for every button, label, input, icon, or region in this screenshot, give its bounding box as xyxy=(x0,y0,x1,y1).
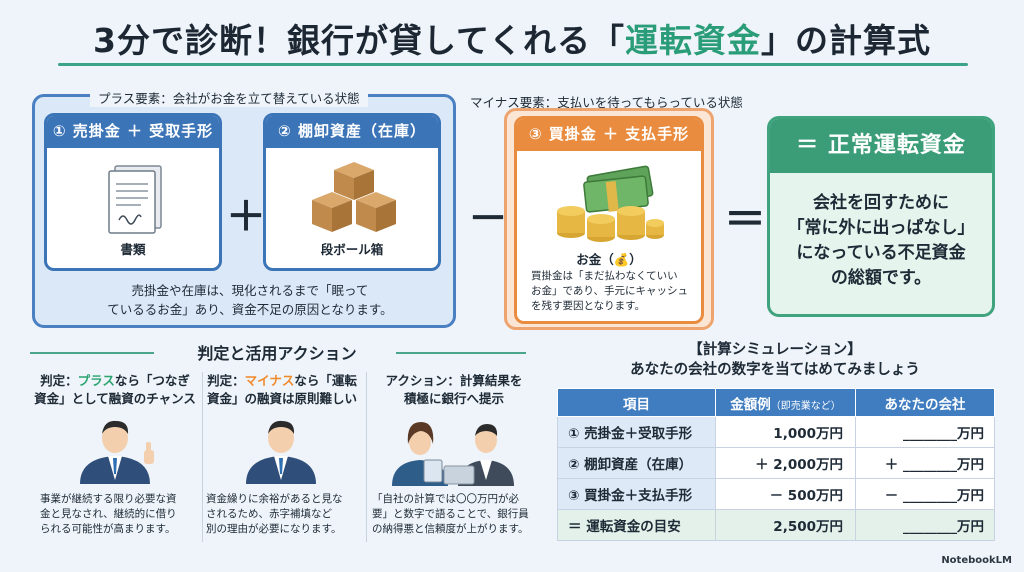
col2-note-line1: 資金繰りに余裕があると見な xyxy=(206,493,343,505)
simulation-header-row: 項目 金額例（即売業など） あなたの会社 xyxy=(557,388,995,417)
minus-group-title: マイナス要素：支払いを待ってもらっている状態 xyxy=(470,95,743,110)
simulation-title-line1: 【計算シミュレーション】 xyxy=(688,342,862,358)
receivables-caption: 書類 xyxy=(120,242,146,257)
row-example: － 500万円 xyxy=(715,478,856,510)
header-example: 金額例（即売業など） xyxy=(715,388,856,417)
row-item: ＝ 運転資金の目安 xyxy=(557,509,716,541)
result-line4: の総額です。 xyxy=(830,268,932,288)
result-line2: 「常に外に出っぱなし」 xyxy=(787,218,975,238)
col1-heading-line2: 資金」として融資のチャンス xyxy=(34,391,196,406)
row-item: ③ 買掛金＋支払手形 xyxy=(557,478,716,510)
brand-watermark: NotebookLM xyxy=(941,555,1012,566)
result-line1: 会社を回すために xyxy=(813,193,949,213)
payables-card-header: ③ 買掛金 ＋ 支払手形 xyxy=(517,119,701,151)
title-underline xyxy=(58,63,968,66)
column-separator xyxy=(202,372,203,542)
page-title: 3分で診断！銀行が貸してくれる「運転資金」の計算式 xyxy=(0,14,1024,62)
judgment-minus-heading: 判定：マイナスなら「運転 資金」の融資は原則難しい xyxy=(204,372,360,408)
document-icon xyxy=(108,165,162,234)
header-item: 項目 xyxy=(557,388,716,417)
row-item: ① 売掛金＋受取手形 xyxy=(557,416,716,448)
plus-operator: ＋ xyxy=(226,194,266,240)
inventory-caption: 段ボール箱 xyxy=(320,242,384,257)
businessman-thumbsup-icon xyxy=(80,420,154,484)
minus-operator: － xyxy=(468,196,508,242)
col3-heading-line1: アクション：計算結果を xyxy=(385,373,523,388)
receivables-card: ① 売掛金 ＋ 受取手形 書類 xyxy=(44,113,222,271)
judgment-divider-left xyxy=(30,352,154,354)
inventory-card-header: ② 棚卸資産（在庫） xyxy=(266,116,438,148)
col3-note-line2: 要」と数字で語ることで、銀行員 xyxy=(372,508,529,520)
col1-heading-post: なら「つなぎ xyxy=(114,373,190,388)
plus-group-title: プラス要素：会社がお金を立て替えている状態 xyxy=(90,88,368,107)
judgment-divider-right xyxy=(396,352,526,354)
money-caption: お金（💰） xyxy=(576,252,642,267)
table-row: ① 売掛金＋受取手形 1,000万円 ________万円 xyxy=(557,416,995,448)
row-example: ＋ 2,000万円 xyxy=(715,447,856,479)
receivables-card-header: ① 売掛金 ＋ 受取手形 xyxy=(47,116,219,148)
col1-note-line3: られる可能性が高まります。 xyxy=(40,523,176,535)
title-accent: 運転資金 xyxy=(624,21,761,60)
payables-card: ③ 買掛金 ＋ 支払手形 お金（💰） 買掛金は「まだ払わなくていい お金」であり… xyxy=(514,116,704,324)
row-example: 1,000万円 xyxy=(715,416,856,448)
money-icon xyxy=(557,165,664,242)
col2-note-line2: されるため、赤字補填など xyxy=(206,508,332,520)
col2-note-line3: 別の理由が必要になります。 xyxy=(206,523,342,535)
table-row-total: ＝ 運転資金の目安 2,500万円 ________万円 xyxy=(557,509,995,541)
col1-note-line1: 事業が継続する限り必要な資 xyxy=(40,493,177,505)
col1-heading-pre: 判定： xyxy=(40,373,78,388)
simulation-table: 項目 金額例（即売業など） あなたの会社 ① 売掛金＋受取手形 1,000万円 … xyxy=(557,388,995,541)
col1-note-line2: 金と見なされ、継続的に借り xyxy=(40,508,177,520)
payables-note-line1: 買掛金は「まだ払わなくていい xyxy=(531,270,678,282)
payables-note: 買掛金は「まだ払わなくていい お金」であり、手元にキャッシュ を残す要因となりま… xyxy=(531,269,691,314)
header-example-label: 金額例 xyxy=(730,396,771,413)
col2-heading-post: なら「運転 xyxy=(294,373,357,388)
judgment-title: 判定と活用アクション xyxy=(197,344,357,363)
row-example: 2,500万円 xyxy=(715,509,856,541)
row-yours-blank: － ________万円 xyxy=(855,478,995,510)
businessman-icon xyxy=(246,420,316,484)
result-header: ＝ 正常運転資金 xyxy=(770,119,992,173)
action-note: 「自社の計算では〇〇万円が必 要」と数字で語ることで、銀行員 の納得悪と信頼度が… xyxy=(372,492,536,537)
title-text-pre: 3分で診断！銀行が貸してくれる「 xyxy=(93,21,625,60)
col3-heading-line2: 積極に銀行へ提示 xyxy=(403,391,504,406)
col3-note-line1: 「自社の計算では〇〇万円が必 xyxy=(372,493,519,505)
plus-note-line1: 売掛金や在庫は、現化されるまで「眠って xyxy=(131,283,369,298)
inventory-card: ② 棚卸資産（在庫） 段ボール箱 xyxy=(263,113,441,271)
result-card: ＝ 正常運転資金 会社を回すために 「常に外に出っぱなし」 になっている不足資金… xyxy=(767,116,995,317)
result-line3: になっている不足資金 xyxy=(796,243,966,263)
title-text-post: 」の計算式 xyxy=(760,21,931,60)
judgment-plus-heading: 判定：プラスなら「つなぎ 資金」として融資のチャンス xyxy=(30,372,200,408)
plus-note-line2: ているるお金」あり、資金不足の原因となります。 xyxy=(107,302,393,317)
plus-group-note: 売掛金や在庫は、現化されるまで「眠って ているるお金」あり、資金不足の原因となり… xyxy=(60,281,440,319)
simulation-title-line2: あなたの会社の数字を当てはめてみましょう xyxy=(630,362,920,378)
payables-note-line2: お金」であり、手元にキャッシュ xyxy=(531,285,688,297)
row-yours-blank: ________万円 xyxy=(855,509,995,541)
column-separator xyxy=(366,372,367,542)
equals-operator: ＝ xyxy=(724,195,767,244)
col2-heading-line2: 資金」の融資は原則難しい xyxy=(206,391,357,406)
header-yours: あなたの会社 xyxy=(855,388,995,417)
row-yours-blank: ＋ ________万円 xyxy=(855,447,995,479)
row-yours-blank: ________万円 xyxy=(855,416,995,448)
judgment-minus-note: 資金繰りに余裕があると見な されるため、赤字補填など 別の理由が必要になります。 xyxy=(206,492,364,537)
row-item: ② 棚卸資産（在庫） xyxy=(557,447,716,479)
simulation-title: 【計算シミュレーション】 あなたの会社の数字を当てはめてみましょう xyxy=(560,340,990,380)
result-description: 会社を回すために 「常に外に出っぱなし」 になっている不足資金 の総額です。 xyxy=(770,191,992,291)
col2-heading-pre: 判定： xyxy=(207,373,245,388)
meeting-with-banker-icon xyxy=(392,422,514,486)
col2-heading-accent: マイナス xyxy=(244,373,295,388)
table-row: ② 棚卸資産（在庫） ＋ 2,000万円 ＋ ________万円 xyxy=(557,447,995,479)
boxes-icon xyxy=(312,162,396,232)
col1-heading-accent: プラス xyxy=(77,373,115,388)
col3-note-line3: の納得悪と信頼度が上がります。 xyxy=(372,523,529,535)
payables-note-line3: を残す要因となります。 xyxy=(531,300,646,312)
action-heading: アクション：計算結果を 積極に銀行へ提示 xyxy=(374,372,534,408)
table-row: ③ 買掛金＋支払手形 － 500万円 － ________万円 xyxy=(557,478,995,510)
judgment-plus-note: 事業が継続する限り必要な資 金と見なされ、継続的に借り られる可能性が高まります… xyxy=(40,492,200,537)
header-example-sub: （即売業など） xyxy=(770,400,841,412)
